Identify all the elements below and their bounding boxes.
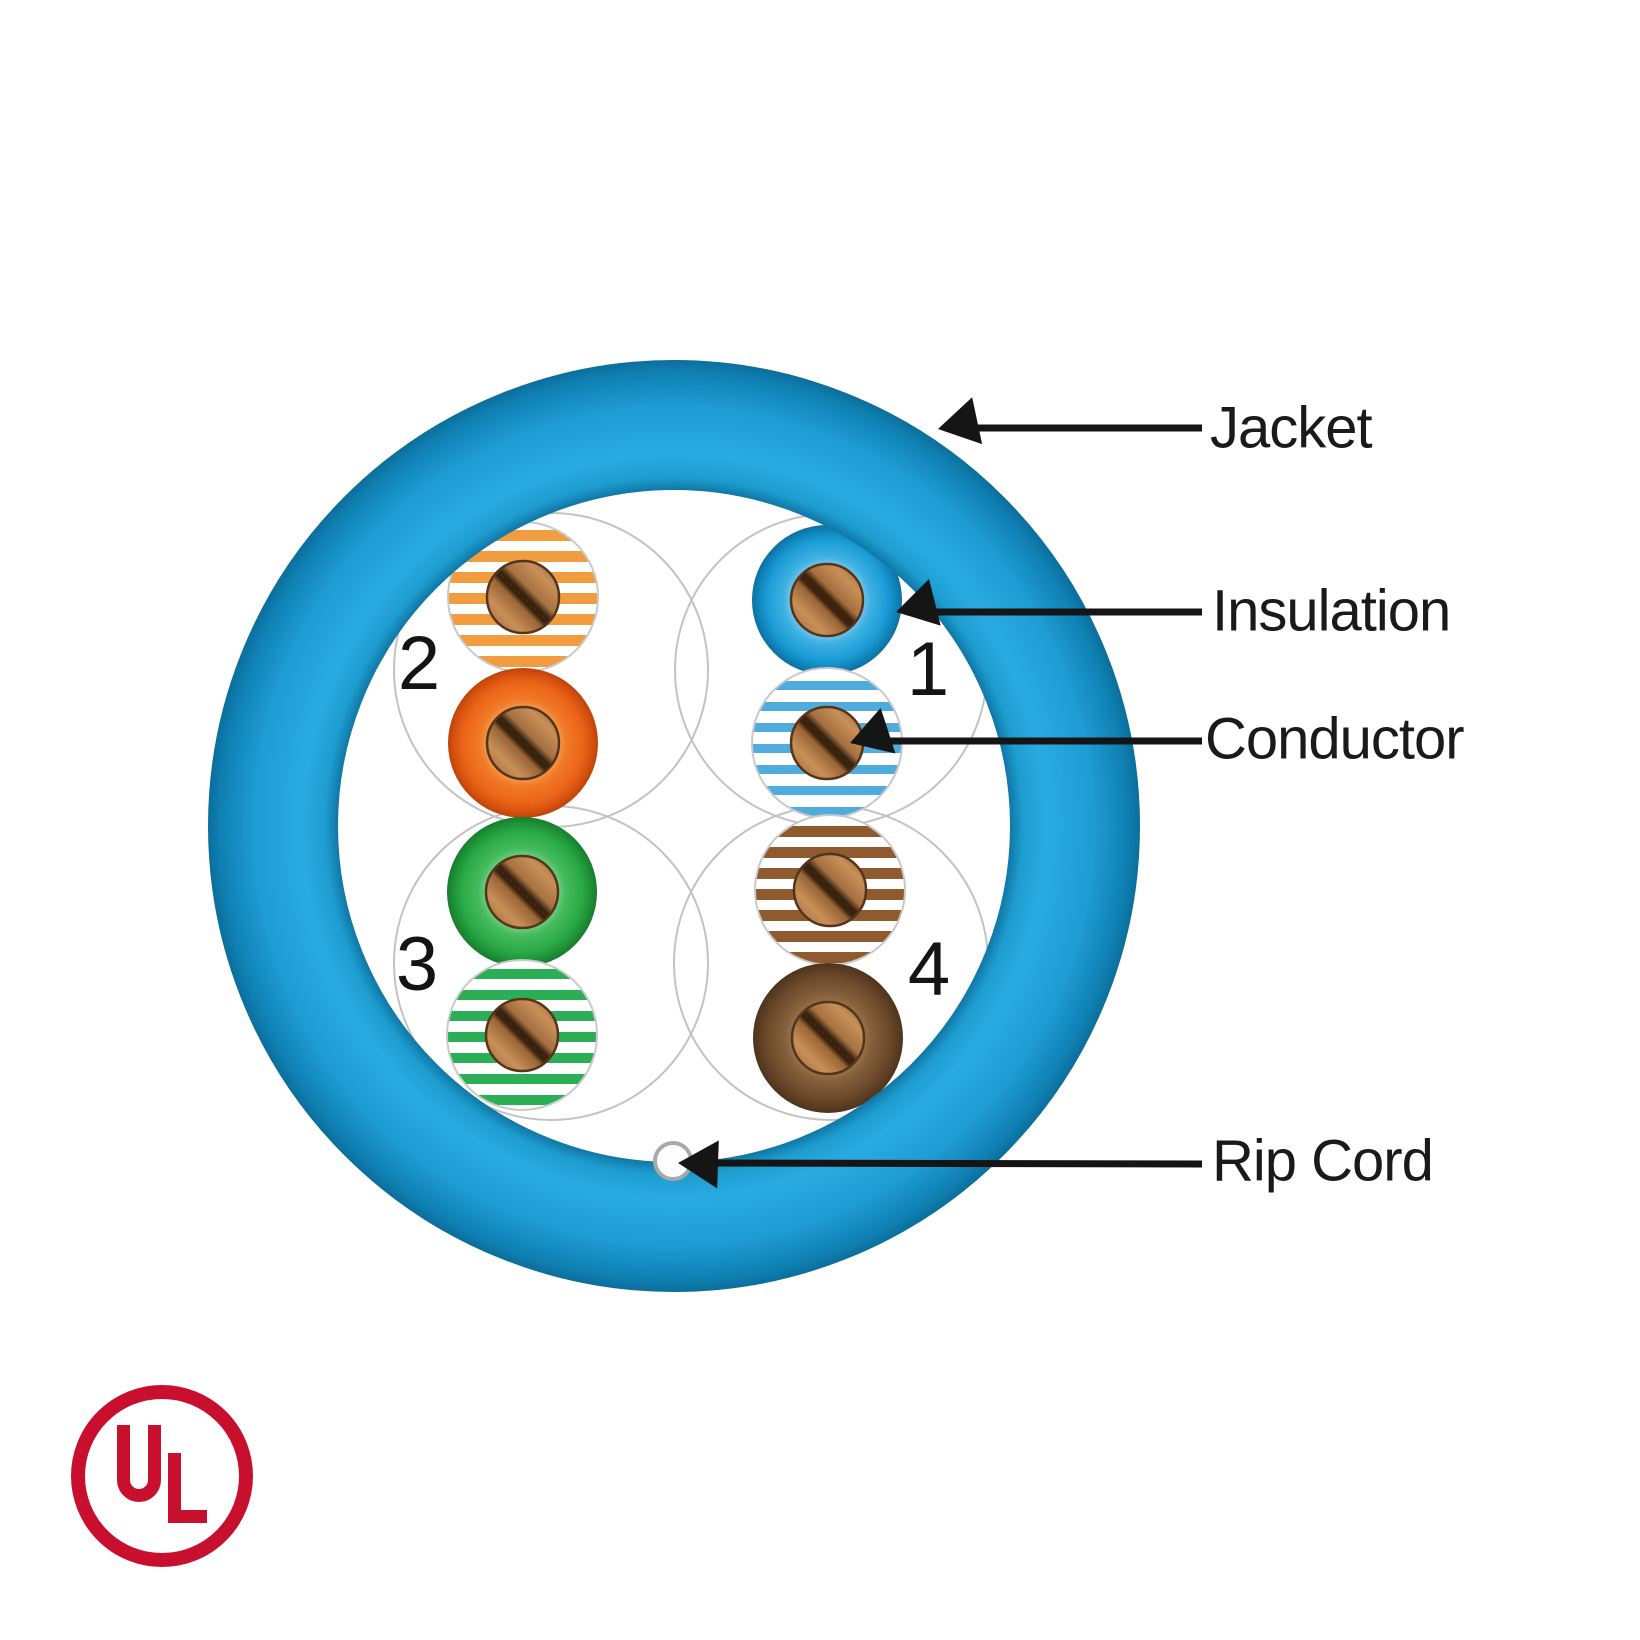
pair-3-number: 3 <box>396 922 438 1007</box>
jacket-ring <box>208 360 1140 1292</box>
pair-1-number: 1 <box>907 627 949 712</box>
pair-2-number: 2 <box>398 621 440 706</box>
conductor-arrowhead-icon <box>850 707 896 754</box>
jacket-arrow <box>938 397 1202 445</box>
jacket-label: Jacket <box>1210 395 1373 461</box>
rip-cord-label: Rip Cord <box>1212 1128 1434 1194</box>
conductor-copper <box>484 854 560 930</box>
rip-cord-arrowhead-icon <box>678 1140 719 1189</box>
conductor-arrow <box>850 707 1202 754</box>
insulation-label: Insulation <box>1212 578 1451 644</box>
ul-logo-icon: UL <box>71 1385 253 1567</box>
conductor-copper <box>789 562 865 638</box>
conductor-copper <box>485 559 561 635</box>
conductor-copper <box>792 852 868 928</box>
ul-logo-ring <box>71 1385 253 1567</box>
rip-cord-arrow <box>678 1140 1203 1189</box>
ul-logo-letter-l <box>168 1453 207 1523</box>
pair-4-number: 4 <box>908 927 950 1012</box>
conductor-copper <box>485 705 561 781</box>
conductor-copper <box>484 997 560 1073</box>
jacket-arrowhead-icon <box>938 397 983 445</box>
conductor-copper <box>790 1000 866 1076</box>
insulation-arrow <box>896 579 1202 626</box>
conductor-label: Conductor <box>1205 706 1465 772</box>
insulation-arrowhead-icon <box>896 579 941 626</box>
ul-logo-letter-u <box>117 1425 161 1502</box>
